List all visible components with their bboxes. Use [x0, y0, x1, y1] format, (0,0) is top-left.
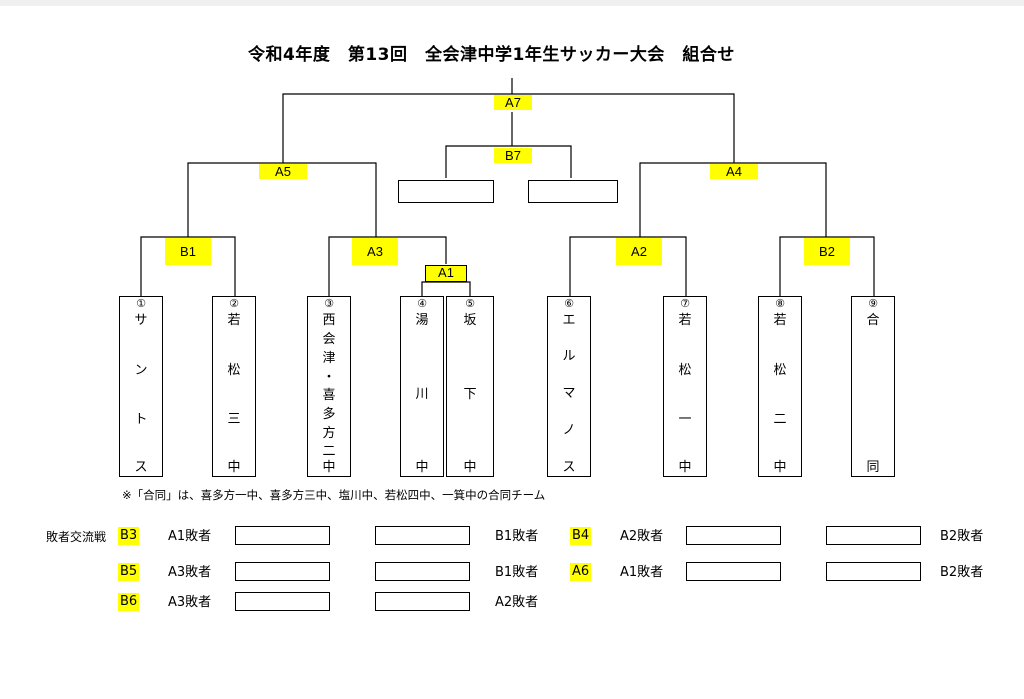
- team-char: 中: [463, 460, 477, 475]
- team-box-2: ② 若 松 三 中: [212, 296, 256, 477]
- b6-left-team: A3敗者: [168, 595, 212, 610]
- top-bar: [0, 0, 1024, 6]
- a6-right-slot: [826, 562, 921, 581]
- team-char: 松: [678, 363, 692, 378]
- team-char: 中: [678, 460, 692, 475]
- team-char: 松: [773, 363, 787, 378]
- team-char: 湯: [415, 313, 429, 328]
- team-char: 西: [322, 313, 336, 328]
- team-char: 中: [227, 460, 241, 475]
- b5-right-slot: [375, 562, 470, 581]
- b3-right-slot: [375, 526, 470, 545]
- b4-right-slot: [826, 526, 921, 545]
- team-char: 二: [773, 412, 787, 427]
- team-char: 中: [415, 460, 429, 475]
- team-number: ②: [229, 297, 239, 310]
- team-char: ト: [134, 412, 148, 427]
- team-char: 若: [227, 313, 241, 328]
- team-number: ⑦: [680, 297, 690, 310]
- team-char: 坂: [463, 313, 477, 328]
- team-char: 合: [866, 313, 880, 328]
- team-char: ン: [134, 363, 148, 378]
- match-label-b2: B2: [804, 238, 850, 265]
- team-char: 二: [322, 444, 336, 459]
- team-char: 若: [773, 313, 787, 328]
- team-box-9: ⑨ 合 同: [851, 296, 895, 477]
- team-char: ・: [322, 370, 336, 385]
- team-box-8: ⑧ 若 松 二 中: [758, 296, 802, 477]
- match-label-a2: A2: [616, 238, 662, 265]
- b5-left-team: A3敗者: [168, 565, 212, 580]
- team-char: 方: [322, 426, 336, 441]
- team-char: 一: [678, 412, 692, 427]
- team-char: 三: [227, 412, 241, 427]
- match-code-b3: B3: [118, 527, 140, 545]
- b6-right-team: A2敗者: [495, 595, 539, 610]
- match-code-a6: A6: [570, 563, 592, 581]
- team-char: 若: [678, 313, 692, 328]
- b3-left-team: A1敗者: [168, 529, 212, 544]
- team-box-7: ⑦ 若 松 一 中: [663, 296, 707, 477]
- team-char: 中: [773, 460, 787, 475]
- team-char: ス: [134, 460, 148, 475]
- team-char: エ: [562, 313, 576, 328]
- team-number: ④: [417, 297, 427, 310]
- team-box-3: ③ 西 会 津 ・ 喜 多 方 二 中: [307, 296, 351, 477]
- team-box-1: ① サ ン ト ス: [119, 296, 163, 477]
- match-label-b7: B7: [494, 148, 532, 163]
- team-box-4: ④ 湯 川 中: [400, 296, 444, 477]
- match-label-a4: A4: [710, 164, 758, 179]
- b4-left-slot: [686, 526, 781, 545]
- b5-right-team: B1敗者: [495, 565, 539, 580]
- team-number: ⑨: [868, 297, 878, 310]
- team-char: 川: [415, 387, 429, 402]
- match-code-b4: B4: [570, 527, 592, 545]
- match-label-a1: A1: [425, 265, 467, 282]
- b4-left-team: A2敗者: [620, 529, 664, 544]
- team-char: 同: [866, 460, 880, 475]
- a6-left-slot: [686, 562, 781, 581]
- match-label-b1: B1: [165, 238, 211, 265]
- team-char: 津: [322, 351, 336, 366]
- team-number: ⑥: [564, 297, 574, 310]
- team-char: ノ: [562, 423, 576, 438]
- match-label-a5: A5: [259, 164, 307, 179]
- team-number: ③: [324, 297, 334, 310]
- b4-right-team: B2敗者: [940, 529, 984, 544]
- a6-right-team: B2敗者: [940, 565, 984, 580]
- page-title: 令和4年度 第13回 全会津中学1年生サッカー大会 組合せ: [248, 45, 735, 65]
- team-box-6: ⑥ エ ル マ ノ ス: [547, 296, 591, 477]
- match-label-a7: A7: [494, 95, 532, 110]
- team-char: 松: [227, 363, 241, 378]
- team-box-5: ⑤ 坂 下 中: [446, 296, 494, 477]
- team-char: サ: [134, 313, 148, 328]
- joint-team-note: ※「合同」は、喜多方一中、喜多方三中、塩川中、若松四中、一箕中の合同チーム: [122, 488, 546, 502]
- team-char: 会: [322, 332, 336, 347]
- team-char: 喜: [322, 388, 336, 403]
- match-label-a3: A3: [352, 238, 398, 265]
- b6-right-slot: [375, 592, 470, 611]
- team-char: 下: [463, 387, 477, 402]
- b3-right-team: B1敗者: [495, 529, 539, 544]
- b5-left-slot: [235, 562, 330, 581]
- b6-left-slot: [235, 592, 330, 611]
- team-number: ⑧: [775, 297, 785, 310]
- team-char: 多: [322, 407, 336, 422]
- b7-slot-left: [398, 180, 494, 203]
- team-char: ス: [562, 460, 576, 475]
- consolation-heading: 敗者交流戦: [46, 530, 107, 544]
- team-number: ⑤: [465, 297, 475, 310]
- team-char: 中: [322, 460, 336, 475]
- team-number: ①: [136, 297, 146, 310]
- b7-slot-right: [528, 180, 618, 203]
- team-char: マ: [562, 386, 576, 401]
- match-code-b6: B6: [118, 593, 140, 611]
- a6-left-team: A1敗者: [620, 565, 664, 580]
- match-code-b5: B5: [118, 563, 140, 581]
- team-char: ル: [562, 349, 576, 364]
- b3-left-slot: [235, 526, 330, 545]
